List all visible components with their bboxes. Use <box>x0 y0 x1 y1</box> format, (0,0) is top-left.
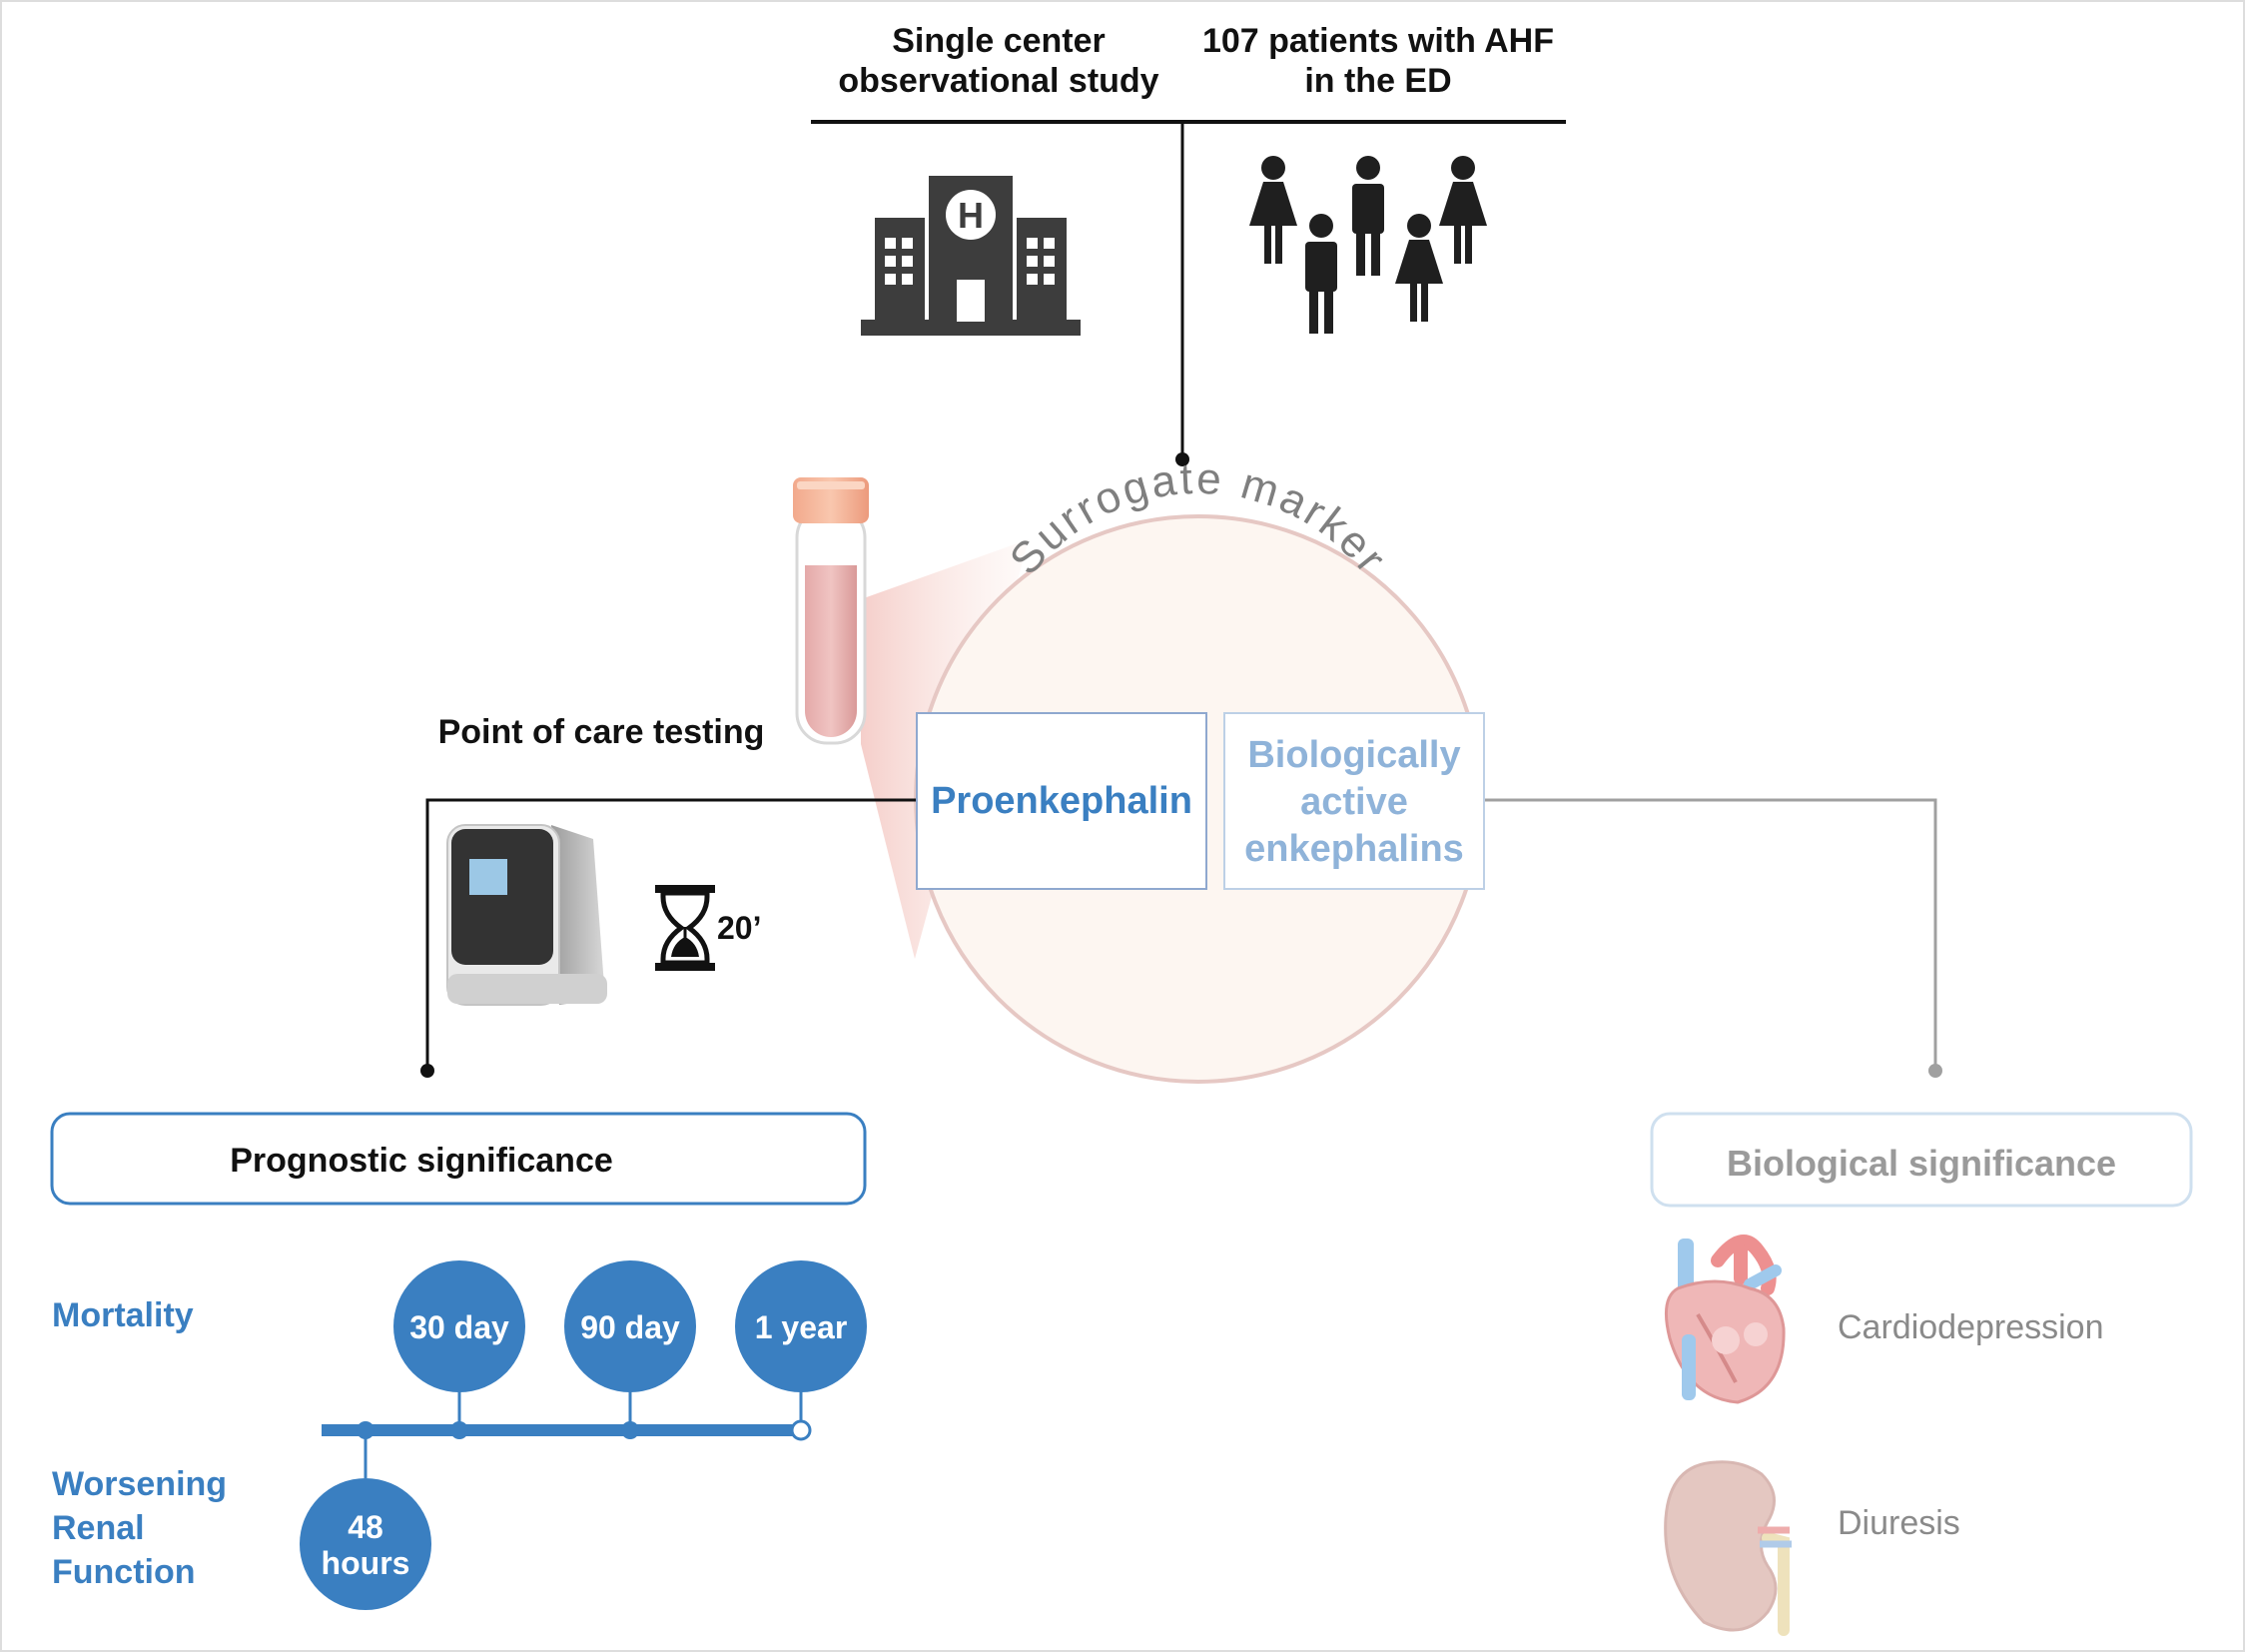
prognostic-connector-dot <box>420 1064 434 1078</box>
timeline-dot-1y <box>790 1419 812 1441</box>
proenkephalin-box <box>916 712 1207 890</box>
patients-label-line2: in the ED <box>1304 62 1451 100</box>
biological-box <box>1650 1112 2193 1208</box>
active-enkephalins-line3: enkephalins <box>1244 828 1464 870</box>
svg-text:H: H <box>958 195 984 236</box>
biological-connector-dot <box>1928 1064 1942 1078</box>
kidney-icon <box>1664 1460 1792 1636</box>
header-connector-dot <box>1175 452 1189 466</box>
mortality-label: Mortality <box>52 1296 194 1334</box>
poc-label: Point of care testing <box>438 713 765 751</box>
milestone-48-hours-line1: 48 <box>348 1509 383 1545</box>
blood-tube-icon <box>793 477 869 745</box>
biological-item-cardiodepression: Cardiodepression <box>1838 1308 2104 1346</box>
prognostic-connector <box>425 798 917 1069</box>
active-enkephalins-line2: active <box>1300 781 1408 823</box>
biological-connector <box>1484 798 1937 1069</box>
prognostic-title: Prognostic significance <box>230 1142 613 1180</box>
hospital-icon: H <box>861 176 1081 336</box>
milestone-30-day <box>393 1260 525 1392</box>
wrf-label-line2: Renal <box>52 1509 145 1547</box>
prognostic-box <box>50 1112 867 1206</box>
milestone-30-day-label: 30 day <box>409 1309 509 1345</box>
milestone-48-hours <box>300 1478 431 1610</box>
milestone-90-day <box>564 1260 696 1392</box>
study-label-line1: Single center <box>892 22 1106 60</box>
active-enkephalins-box <box>1223 712 1485 890</box>
hourglass-icon <box>655 885 715 971</box>
wrf-label-line3: Function <box>52 1553 196 1591</box>
biological-title: Biological significance <box>1727 1143 2116 1184</box>
active-enkephalins-line1: Biologically <box>1247 734 1460 776</box>
timeline-dot-90d <box>621 1421 639 1439</box>
milestone-48-hours-line2: hours <box>322 1545 410 1581</box>
timeline-dot-48h <box>357 1421 374 1439</box>
milestone-1-year-label: 1 year <box>755 1309 848 1345</box>
timeline-dot-30d <box>450 1421 468 1439</box>
biological-item-diuresis: Diuresis <box>1838 1504 1960 1542</box>
poc-analyzer-icon <box>446 824 607 1006</box>
study-label-line2: observational study <box>838 62 1158 100</box>
people-group-icon <box>1249 156 1487 334</box>
proenkephalin-label: Proenkephalin <box>931 780 1192 822</box>
wrf-label-line1: Worsening <box>52 1465 227 1503</box>
milestone-1-year <box>735 1260 867 1392</box>
timer-label: 20’ <box>717 910 761 946</box>
patients-label-line1: 107 patients with AHF <box>1202 22 1554 60</box>
milestone-90-day-label: 90 day <box>580 1309 680 1345</box>
heart-icon <box>1664 1235 1786 1404</box>
